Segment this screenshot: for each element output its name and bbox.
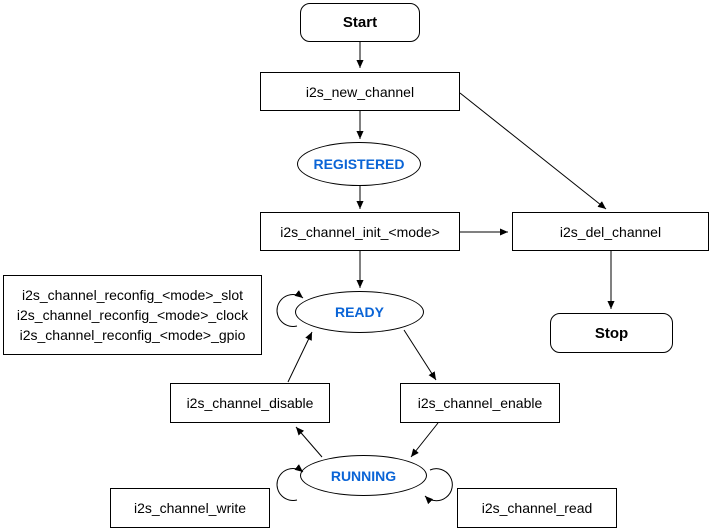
arrow-enable-to-running: [410, 422, 439, 458]
read-label: i2s_channel_read: [481, 500, 593, 516]
del-channel-label: i2s_del_channel: [559, 223, 662, 240]
node-i2s-del-channel: i2s_del_channel: [512, 212, 709, 251]
reconfig-clock-label: i2s_channel_reconfig_<mode>_clock: [16, 307, 249, 323]
node-i2s-channel-disable: i2s_channel_disable: [170, 383, 330, 423]
disable-label: i2s_channel_disable: [186, 395, 314, 411]
state-registered: REGISTERED: [297, 142, 421, 186]
arrow-running-self-loop-left: [276, 464, 304, 501]
arrow-new-channel-to-del-channel: [459, 92, 607, 210]
ready-label: READY: [334, 304, 384, 320]
node-i2s-channel-enable: i2s_channel_enable: [400, 383, 560, 423]
registered-label: REGISTERED: [313, 156, 405, 172]
start-label: Start: [342, 14, 378, 31]
node-i2s-channel-write: i2s_channel_write: [110, 488, 270, 528]
arrow-disable-to-ready: [287, 331, 313, 383]
arrow-ready-to-enable: [403, 329, 437, 381]
node-i2s-channel-read: i2s_channel_read: [457, 488, 617, 528]
reconfig-gpio-label: i2s_channel_reconfig_<mode>_gpio: [19, 327, 246, 343]
node-start: Start: [300, 3, 420, 42]
write-label: i2s_channel_write: [133, 500, 247, 516]
new-channel-label: i2s_new_channel: [305, 83, 415, 100]
arrow-running-to-disable: [295, 426, 323, 458]
node-i2s-new-channel: i2s_new_channel: [260, 72, 460, 111]
arrow-running-self-loop-right: [424, 468, 453, 505]
reconfig-slot-label: i2s_channel_reconfig_<mode>_slot: [21, 287, 244, 303]
running-label: RUNNING: [330, 467, 397, 484]
node-reconfig-functions: i2s_channel_reconfig_<mode>_slot i2s_cha…: [3, 275, 262, 355]
state-running: RUNNING: [300, 455, 427, 496]
enable-label: i2s_channel_enable: [417, 395, 543, 411]
state-ready: READY: [295, 291, 424, 333]
node-i2s-channel-init: i2s_channel_init_<mode>: [260, 212, 460, 251]
node-stop: Stop: [550, 313, 673, 353]
stop-label: Stop: [594, 324, 629, 342]
init-label: i2s_channel_init_<mode>: [280, 223, 440, 240]
